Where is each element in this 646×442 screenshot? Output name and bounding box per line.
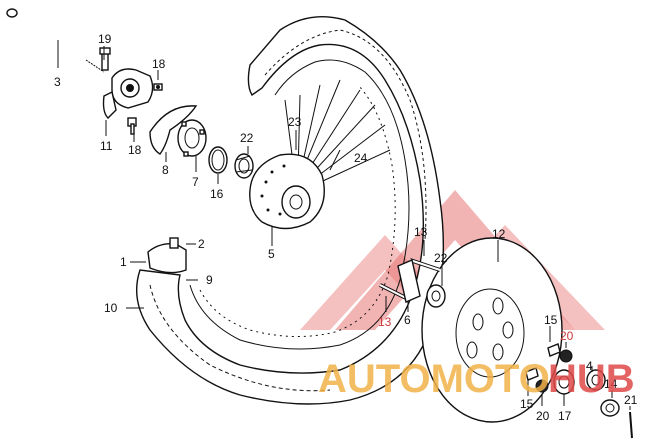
inner-tube: [147, 237, 187, 274]
cotter-pin-21: [629, 411, 633, 439]
label-9: 9: [206, 273, 213, 287]
label-3: 3: [54, 75, 61, 89]
leader-lines: [57, 40, 631, 410]
label-21: 21: [624, 393, 638, 407]
label-20-upper: 20: [560, 329, 574, 343]
label-17: 17: [558, 409, 572, 423]
oring-16: [208, 146, 228, 174]
label-18-bottom: 18: [128, 143, 142, 157]
label-13-lower: 13: [378, 315, 392, 329]
watermark-text: AUTOMOTO HUB: [318, 357, 635, 401]
label-22-left: 22: [240, 131, 254, 145]
screw-18-bottom: [127, 117, 137, 135]
label-22-right: 22: [434, 251, 448, 265]
label-7: 7: [192, 175, 199, 189]
label-23: 23: [288, 115, 302, 129]
axle-nut-4: [586, 369, 606, 391]
watermark-text-a: AUTOMOTO: [318, 357, 550, 401]
label-15-upper: 15: [544, 313, 558, 327]
label-16: 16: [210, 187, 224, 201]
bearing-22-left: [234, 153, 254, 179]
label-19: 19: [98, 32, 112, 46]
label-4: 4: [586, 359, 593, 373]
callout-labels: 3 19 11 18 18 8 7 16 22 23 24 5 2 1 9 10…: [54, 32, 638, 423]
label-5: 5: [268, 247, 275, 261]
screw-18-top: [153, 83, 163, 91]
label-24: 24: [354, 151, 368, 165]
label-20-lower: 20: [536, 409, 550, 423]
side-collar-17: [553, 369, 575, 395]
axle-cap-14: [600, 399, 620, 417]
speedometer-gearbox: [102, 68, 154, 119]
retainer-plate-8: [149, 105, 198, 155]
label-14: 14: [604, 377, 618, 391]
label-6: 6: [404, 313, 411, 327]
lock-washer-15-lower: [525, 367, 539, 381]
label-13-upper: 13: [414, 225, 428, 239]
label-2: 2: [198, 237, 205, 251]
gear-retainer-7: [177, 119, 207, 157]
bolt-19: [99, 47, 111, 71]
watermark-text-b: HUB: [548, 357, 635, 401]
label-15-lower: 15: [520, 397, 534, 411]
axle: [6, 8, 107, 74]
distance-collar: [397, 259, 421, 303]
label-1: 1: [120, 255, 127, 269]
label-11: 11: [100, 139, 113, 153]
stud-13-upper: [409, 258, 441, 272]
hub: [249, 153, 325, 230]
nut-20-upper: [559, 349, 573, 363]
bearing-22-right: [426, 284, 446, 308]
label-12: 12: [492, 227, 506, 241]
nut-20-lower: [535, 379, 549, 393]
lock-washer-15-upper: [547, 343, 561, 357]
tire: [135, 15, 445, 405]
rim: [189, 59, 410, 350]
label-10: 10: [104, 301, 118, 315]
label-18-top: 18: [152, 57, 166, 71]
label-8: 8: [162, 163, 169, 177]
